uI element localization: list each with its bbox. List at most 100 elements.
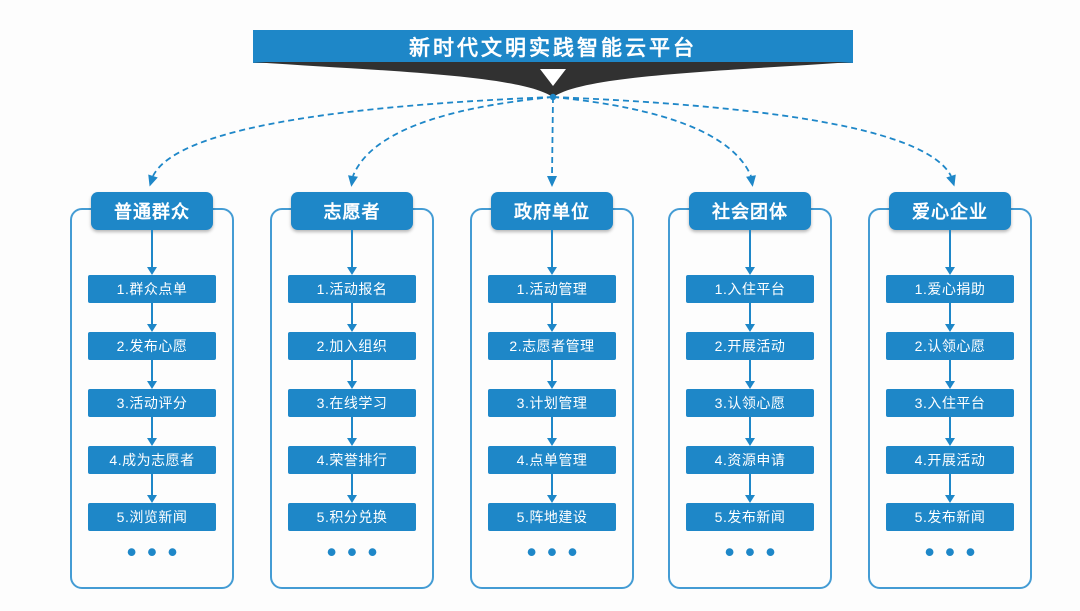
- down-arrow: [347, 360, 357, 389]
- column-social-group: 社会团体 1.入住平台 2.开展活动 3.认领心愿 4.资源申请 5.发布新闻 …: [665, 192, 835, 592]
- arrowhead-icon: [347, 381, 357, 389]
- connector-curve-2: [352, 96, 554, 177]
- arrowhead-icon: [945, 438, 955, 446]
- column-general-public: 普通群众 1.群众点单 2.发布心愿 3.活动评分 4.成为志愿者 5.浏览新闻…: [67, 192, 237, 592]
- column-enterprise: 爱心企业 1.爱心捐助 2.认领心愿 3.入住平台 4.开展活动 5.发布新闻 …: [865, 192, 1035, 592]
- flow-step: 1.入住平台: [686, 275, 814, 303]
- flow-step: 1.活动管理: [488, 275, 616, 303]
- connector-curve-1: [152, 96, 554, 177]
- flow-step: 3.认领心愿: [686, 389, 814, 417]
- ellipsis-dots: •••: [326, 537, 389, 567]
- down-arrow: [547, 230, 557, 275]
- arrowhead-icon: [547, 495, 557, 503]
- flow-step: 2.加入组织: [288, 332, 416, 360]
- arrowhead-icon: [945, 267, 955, 275]
- flow-step: 4.荣誉排行: [288, 446, 416, 474]
- connector-arrowhead-5: [946, 174, 956, 187]
- ellipsis-dots: •••: [126, 537, 189, 567]
- arrowhead-icon: [547, 438, 557, 446]
- down-arrow: [945, 360, 955, 389]
- flow-step: 4.成为志愿者: [88, 446, 216, 474]
- column-header-label: 普通群众: [114, 202, 190, 222]
- column-header-label: 政府单位: [514, 202, 590, 222]
- ellipsis-dots: •••: [526, 537, 589, 567]
- down-arrow: [547, 474, 557, 503]
- flow-step: 4.点单管理: [488, 446, 616, 474]
- connector-arrowhead-3: [547, 176, 557, 187]
- down-arrow: [945, 303, 955, 332]
- column-header: 爱心企业: [889, 192, 1011, 230]
- arrowhead-icon: [945, 324, 955, 332]
- connector-arrowhead-2: [348, 175, 358, 187]
- flow-step: 3.入住平台: [886, 389, 1014, 417]
- column-header: 政府单位: [491, 192, 613, 230]
- connector-curve-4: [552, 96, 752, 177]
- arrowhead-icon: [347, 438, 357, 446]
- down-arrow: [745, 303, 755, 332]
- column-header: 志愿者: [291, 192, 413, 230]
- arrowhead-icon: [547, 381, 557, 389]
- flow-step: 2.志愿者管理: [488, 332, 616, 360]
- flow-step: 4.资源申请: [686, 446, 814, 474]
- connector-curve-5: [552, 96, 952, 177]
- column-header-label: 志愿者: [323, 202, 381, 222]
- flow-step: 2.发布心愿: [88, 332, 216, 360]
- arrowhead-icon: [347, 267, 357, 275]
- column-header: 社会团体: [689, 192, 811, 230]
- arrowhead-icon: [147, 324, 157, 332]
- arrowhead-icon: [147, 495, 157, 503]
- flow-step: 5.积分兑换: [288, 503, 416, 531]
- platform-title-banner: 新时代文明实践智能云平台: [253, 30, 853, 63]
- flow-step: 3.活动评分: [88, 389, 216, 417]
- arrowhead-icon: [745, 495, 755, 503]
- platform-title: 新时代文明实践智能云平台: [409, 36, 697, 60]
- arrowhead-icon: [147, 267, 157, 275]
- flow-step: 5.发布新闻: [886, 503, 1014, 531]
- flow-step: 3.在线学习: [288, 389, 416, 417]
- down-arrow: [547, 360, 557, 389]
- down-arrow: [745, 474, 755, 503]
- arrowhead-icon: [745, 324, 755, 332]
- arrowhead-icon: [745, 267, 755, 275]
- ellipsis-dots: •••: [724, 537, 787, 567]
- down-arrow: [147, 303, 157, 332]
- down-arrow: [347, 303, 357, 332]
- column-volunteer: 志愿者 1.活动报名 2.加入组织 3.在线学习 4.荣誉排行 5.积分兑换 •…: [267, 192, 437, 592]
- flow-step: 5.阵地建设: [488, 503, 616, 531]
- arrowhead-icon: [147, 381, 157, 389]
- arrowhead-icon: [945, 495, 955, 503]
- down-arrow-icon: [540, 69, 566, 86]
- down-arrow: [347, 417, 357, 446]
- arrowhead-icon: [945, 381, 955, 389]
- arrowhead-icon: [147, 438, 157, 446]
- arrowhead-icon: [745, 438, 755, 446]
- down-arrow: [147, 417, 157, 446]
- down-arrow: [547, 417, 557, 446]
- down-arrow: [945, 230, 955, 275]
- flow-step: 2.认领心愿: [886, 332, 1014, 360]
- down-arrow: [945, 417, 955, 446]
- column-government: 政府单位 1.活动管理 2.志愿者管理 3.计划管理 4.点单管理 5.阵地建设…: [467, 192, 637, 592]
- flow-step: 1.活动报名: [288, 275, 416, 303]
- arrowhead-icon: [547, 267, 557, 275]
- banner-swoosh-shape: [253, 62, 853, 96]
- column-header: 普通群众: [91, 192, 213, 230]
- down-arrow: [147, 360, 157, 389]
- connector-arrowhead-1: [148, 174, 158, 187]
- down-arrow: [347, 474, 357, 503]
- down-arrow: [745, 230, 755, 275]
- down-arrow: [547, 303, 557, 332]
- arrowhead-icon: [547, 324, 557, 332]
- down-arrow: [945, 474, 955, 503]
- flow-step: 3.计划管理: [488, 389, 616, 417]
- down-arrow: [745, 417, 755, 446]
- arrowhead-icon: [347, 324, 357, 332]
- arrowhead-icon: [347, 495, 357, 503]
- connector-curve-3: [551, 96, 554, 177]
- flow-step: 1.爱心捐助: [886, 275, 1014, 303]
- flow-step: 5.浏览新闻: [88, 503, 216, 531]
- flow-step: 4.开展活动: [886, 446, 1014, 474]
- flow-step: 2.开展活动: [686, 332, 814, 360]
- flow-step: 1.群众点单: [88, 275, 216, 303]
- down-arrow: [745, 360, 755, 389]
